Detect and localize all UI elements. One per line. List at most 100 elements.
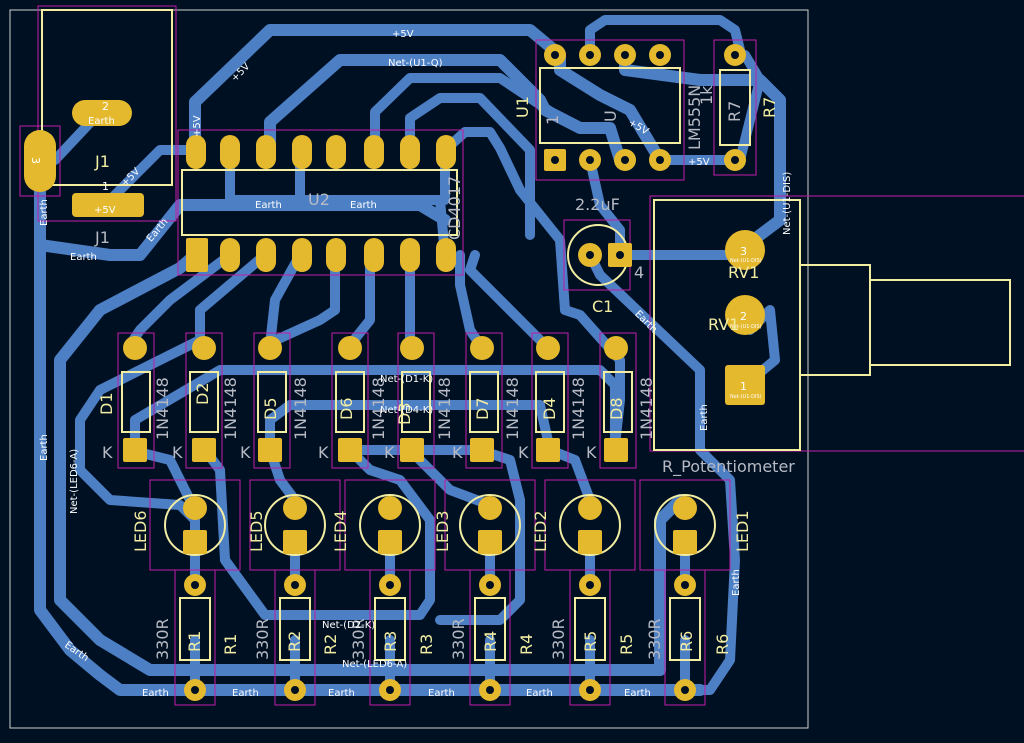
r2-value: 330R bbox=[253, 618, 272, 660]
d3-k: K bbox=[384, 443, 395, 462]
c1-ref: C1 bbox=[592, 297, 613, 316]
d4-ref: D4 bbox=[540, 398, 559, 421]
led-pads bbox=[183, 496, 697, 554]
u2-bottom-pads bbox=[186, 238, 456, 272]
net-label-gnd-b3: Earth bbox=[328, 688, 355, 699]
r3-ref-silk: R3 bbox=[417, 634, 436, 655]
d4-value: 1N4148 bbox=[569, 377, 588, 440]
r7-value: 1k bbox=[697, 85, 716, 105]
net-label-gnd-right: Earth bbox=[731, 569, 742, 596]
r6-ref-silk: R6 bbox=[713, 634, 732, 655]
r4-ref: R4 bbox=[481, 631, 500, 652]
j1-pin1-num: 1 bbox=[102, 180, 109, 193]
d7-ref: D7 bbox=[473, 398, 492, 421]
u1-ref: U1 bbox=[513, 96, 532, 118]
rv1-pin2-net: Net-(U1-DIS) bbox=[730, 324, 762, 330]
resistor-pads bbox=[184, 574, 696, 701]
net-label-gnd-left: Earth bbox=[70, 252, 97, 263]
c1-pin-num: 4 bbox=[634, 263, 644, 282]
net-label-gnd-b1: Earth bbox=[142, 688, 169, 699]
r3-ref: R3 bbox=[381, 631, 400, 652]
c1-value: 2.2uF bbox=[575, 195, 620, 214]
u2-top-pads bbox=[186, 135, 456, 169]
r2-ref-silk: R2 bbox=[321, 634, 340, 655]
u1-pin1-label: 1 bbox=[543, 115, 562, 125]
labels: 1 +5V 2 Earth 3 J1 J1 CD4017 U2 U1 LM555… bbox=[29, 29, 795, 699]
d5-value: 1N4148 bbox=[291, 377, 310, 440]
j1-ref-bottom: J1 bbox=[94, 228, 110, 247]
j1-pad-2 bbox=[72, 100, 132, 126]
net-label-d4k: Net-(D4-K) bbox=[380, 405, 433, 416]
u2-value: CD4017 bbox=[445, 176, 464, 240]
d7-k: K bbox=[452, 443, 463, 462]
diode-pads bbox=[123, 336, 628, 462]
net-label-gnd-left-vert: Earth bbox=[39, 434, 50, 461]
led6-ref: LED6 bbox=[131, 510, 150, 552]
r6-value: 330R bbox=[645, 618, 664, 660]
net-label-vcc-r7: +5V bbox=[688, 157, 710, 168]
r1-value: 330R bbox=[153, 618, 172, 660]
u1-label-u: U bbox=[601, 110, 620, 122]
r2-ref: R2 bbox=[285, 631, 304, 652]
net-label-gnd-b6: Earth bbox=[624, 688, 651, 699]
j1-pin2-num: 2 bbox=[102, 100, 109, 113]
d3-value: 1N4148 bbox=[435, 377, 454, 440]
led2-ref: LED2 bbox=[531, 510, 550, 552]
net-label-led6a-left: Net-(LED6-A) bbox=[69, 449, 80, 514]
net-label-gnd-b5: Earth bbox=[526, 688, 553, 699]
net-label-vcc-u2: +5V bbox=[192, 115, 203, 137]
d5-ref: D5 bbox=[261, 398, 280, 421]
r6-ref: R6 bbox=[677, 631, 696, 652]
r7-ref-silk: R7 bbox=[760, 97, 779, 118]
courtyards bbox=[19, 5, 1024, 706]
r4-value: 330R bbox=[449, 618, 468, 660]
rv1-value: R_Potentiometer bbox=[662, 457, 795, 477]
net-label-vcc-top: +5V bbox=[392, 29, 414, 40]
led3-ref: LED3 bbox=[433, 510, 452, 552]
j1-pad-3 bbox=[24, 130, 56, 192]
r5-value: 330R bbox=[549, 618, 568, 660]
rv1-pin1-net: Net-(U1-DIS) bbox=[730, 394, 762, 400]
d2-k: K bbox=[172, 443, 183, 462]
led1-ref: LED1 bbox=[733, 510, 752, 552]
d6-k: K bbox=[318, 443, 329, 462]
rv1-pad-1 bbox=[725, 365, 765, 405]
d1-value: 1N4148 bbox=[153, 377, 172, 440]
r1-ref: R1 bbox=[185, 631, 204, 652]
j1-pad-1 bbox=[72, 193, 144, 217]
rv1-ref-top: RV1 bbox=[728, 263, 759, 282]
rv1-pin1-num: 1 bbox=[740, 380, 747, 393]
j1-pin2-net: Earth bbox=[88, 116, 115, 127]
r7-ref: R7 bbox=[725, 101, 744, 122]
d1-ref: D1 bbox=[97, 393, 116, 416]
net-label-gnd-u2a: Earth bbox=[255, 200, 282, 211]
net-label-gnd-rv1: Earth bbox=[699, 404, 710, 431]
rv1-ref: RV1 bbox=[708, 315, 739, 334]
rv1-pad-2 bbox=[725, 295, 765, 335]
d8-ref: D8 bbox=[607, 398, 626, 421]
u2-ref: U2 bbox=[308, 190, 330, 209]
d1-k: K bbox=[102, 443, 113, 462]
j1-pin3-num: 3 bbox=[29, 157, 42, 164]
rv1-pin3-net: Net-(U1-DIS) bbox=[730, 258, 762, 264]
d6-ref: D6 bbox=[337, 398, 356, 421]
u1-pads bbox=[544, 44, 671, 171]
r4-ref-silk: R4 bbox=[517, 634, 536, 655]
board-edge bbox=[9, 9, 809, 729]
d8-k: K bbox=[586, 443, 597, 462]
d6-value: 1N4148 bbox=[369, 377, 388, 440]
led4-ref: LED4 bbox=[331, 510, 350, 552]
r5-ref-silk: R5 bbox=[617, 634, 636, 655]
net-label-led6a-bottom: Net-(LED6-A) bbox=[342, 659, 407, 670]
j1-pin1-net: +5V bbox=[94, 205, 116, 216]
j1-ref-top: J1 bbox=[94, 152, 110, 171]
r1-ref-silk: R1 bbox=[221, 634, 240, 655]
rv1-pin3-num: 3 bbox=[740, 245, 747, 258]
r5-ref: R5 bbox=[581, 631, 600, 652]
d3-ref: D3 bbox=[395, 403, 414, 426]
led5-ref: LED5 bbox=[247, 510, 266, 552]
r3-value: 330R bbox=[349, 618, 368, 660]
d4-k: K bbox=[518, 443, 529, 462]
d2-value: 1N4148 bbox=[221, 377, 240, 440]
